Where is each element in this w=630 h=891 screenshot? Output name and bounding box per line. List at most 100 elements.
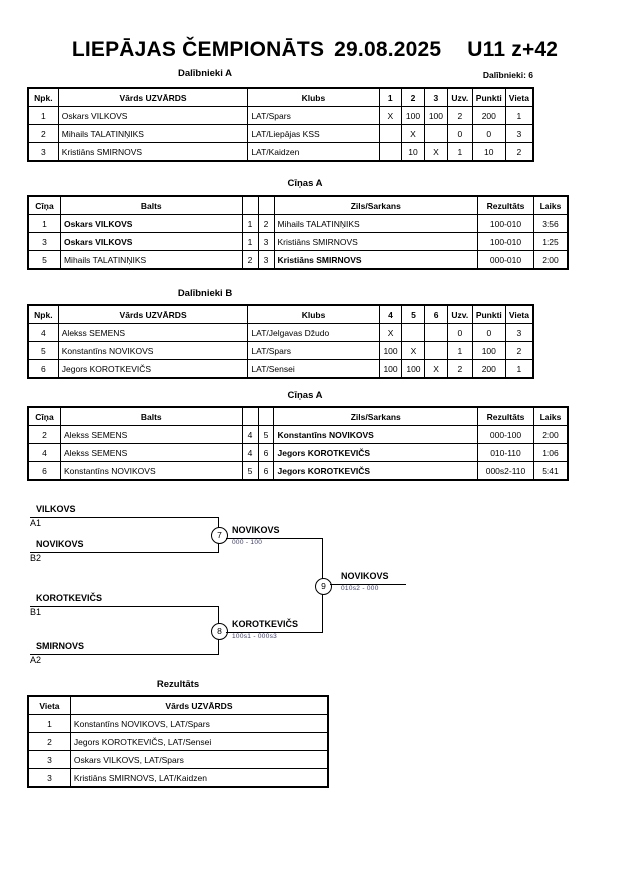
cell-name: Oskars VILKOVS — [57, 106, 249, 125]
col-npk: Npk. — [28, 305, 59, 324]
cell-m4: 100 — [378, 341, 403, 360]
col-white: Balts — [59, 407, 243, 426]
cell-name: Konstantīns NOVIKOVS, LAT/Spars — [69, 714, 329, 733]
cell-white-no: 1 — [241, 232, 259, 251]
bracket-entry-seed-3: B1 — [30, 607, 42, 617]
cell-name: Mihails TALATINŅIKS — [57, 124, 249, 143]
col-m1: 1 — [378, 88, 403, 107]
cell-npk: 5 — [28, 341, 59, 360]
cell-white-no: 4 — [241, 443, 259, 462]
col-punkti: Punkti — [471, 88, 506, 107]
col-blue-no — [257, 196, 275, 215]
col-m4: 4 — [378, 305, 403, 324]
col-white-no — [241, 407, 259, 426]
col-fight-no: Cīņa — [28, 407, 61, 426]
group-a-caption: Dalībnieki A — [177, 68, 233, 79]
cell-fight-no: 6 — [28, 461, 61, 480]
cell-m6 — [424, 341, 448, 360]
cell-m3: 100 — [423, 106, 448, 125]
cell-club: LAT/Sensei — [247, 359, 380, 378]
col-blue: Zils/Sarkans — [273, 407, 479, 426]
cell-place: 3 — [28, 750, 71, 769]
table-header-row: Npk. Vārds UZVĀRDS Klubs 1 2 3 Uzv. Punk… — [28, 88, 534, 107]
cell-white-no: 1 — [241, 214, 259, 233]
col-name: Vārds UZVĀRDS — [69, 696, 329, 715]
cell-punkti: 10 — [471, 142, 506, 161]
bracket-entry-name-4: SMIRNOVS — [36, 641, 85, 651]
table-row: 5 Konstantīns NOVIKOVS LAT/Spars 100 X 1… — [28, 341, 534, 360]
title-date: 29.08.2025 — [334, 38, 442, 61]
cell-blue-no: 3 — [257, 232, 275, 251]
col-uzv: Uzv. — [446, 88, 473, 107]
table-row: 5 Mihails TALATINŅIKS 2 3 Kristiāns SMIR… — [28, 250, 569, 269]
group-a-fights-table: Cīņa Balts Zils/Sarkans Rezultāts Laiks … — [28, 196, 569, 269]
cell-punkti: 200 — [471, 106, 506, 125]
table-header-row: Cīņa Balts Zils/Sarkans Rezultāts Laiks — [28, 196, 569, 215]
table-header-row: Vieta Vārds UZVĀRDS — [28, 696, 329, 715]
cell-m5: 100 — [401, 359, 426, 378]
group-b-caption: Dalībnieki B — [177, 288, 233, 299]
bracket-match-9-score: 010s2 - 000 — [341, 585, 379, 592]
col-punkti: Punkti — [471, 305, 506, 324]
group-a-standings-table: Npk. Vārds UZVĀRDS Klubs 1 2 3 Uzv. Punk… — [28, 88, 534, 161]
cell-white: Mihails TALATINŅIKS — [59, 250, 243, 269]
cell-time: 3:56 — [532, 214, 569, 233]
bracket-match-7-marker: 7 — [211, 527, 228, 544]
cell-white: Alekss SEMENS — [59, 443, 243, 462]
table-row: 2 Alekss SEMENS 4 5 Konstantīns NOVIKOVS… — [28, 425, 569, 444]
cell-m3: X — [423, 142, 448, 161]
bracket-entry-seed-1: A1 — [30, 518, 42, 528]
cell-uzv: 1 — [446, 142, 473, 161]
cell-white: Alekss SEMENS — [59, 425, 243, 444]
cell-result: 000s2-110 — [477, 461, 534, 480]
cell-vieta: 1 — [504, 359, 534, 378]
bracket-line — [30, 606, 219, 608]
bracket-match-8-marker: 8 — [211, 623, 228, 640]
col-white: Balts — [59, 196, 243, 215]
bracket-entry-name-1: VILKOVS — [36, 504, 76, 514]
cell-time: 1:06 — [532, 443, 569, 462]
cell-m5 — [401, 323, 426, 342]
table-row: 1 Konstantīns NOVIKOVS, LAT/Spars — [28, 714, 329, 733]
col-result: Rezultāts — [477, 196, 534, 215]
cell-name: Oskars VILKOVS, LAT/Spars — [69, 750, 329, 769]
cell-m2: X — [401, 124, 425, 143]
col-time: Laiks — [532, 407, 569, 426]
cell-blue-no: 6 — [257, 443, 275, 462]
cell-fight-no: 1 — [28, 214, 61, 233]
cell-name: Konstantīns NOVIKOVS — [57, 341, 249, 360]
bracket-match-9-marker: 9 — [315, 578, 332, 595]
bracket-match-8-score: 100s1 - 000s3 — [232, 633, 278, 640]
cell-club: LAT/Liepājas KSS — [247, 124, 380, 143]
cell-uzv: 0 — [446, 124, 473, 143]
col-result: Rezultāts — [477, 407, 534, 426]
cell-blue-no: 6 — [257, 461, 275, 480]
cell-white-no: 4 — [241, 425, 259, 444]
cell-vieta: 3 — [504, 323, 534, 342]
cell-blue: Mihails TALATINŅIKS — [273, 214, 479, 233]
cell-m2: 100 — [401, 106, 425, 125]
table-row: 3 Oskars VILKOVS 1 3 Kristiāns SMIRNOVS … — [28, 232, 569, 251]
group-b-standings-table: Npk. Vārds UZVĀRDS Klubs 4 5 6 Uzv. Punk… — [28, 305, 534, 378]
group-b-fights-table: Cīņa Balts Zils/Sarkans Rezultāts Laiks … — [28, 407, 569, 480]
cell-blue-no: 3 — [257, 250, 275, 269]
col-white-no — [241, 196, 259, 215]
col-fight-no: Cīņa — [28, 196, 61, 215]
cell-blue: Kristiāns SMIRNOVS — [273, 250, 479, 269]
cell-fight-no: 4 — [28, 443, 61, 462]
table-row: 3 Oskars VILKOVS, LAT/Spars — [28, 750, 329, 769]
cell-name: Jegors KOROTKEVIČS, LAT/Sensei — [69, 732, 329, 751]
cell-club: LAT/Kaidzen — [247, 142, 380, 161]
cell-result: 000-010 — [477, 250, 534, 269]
col-name: Vārds UZVĀRDS — [57, 305, 249, 324]
col-npk: Npk. — [28, 88, 59, 107]
bracket-line — [30, 517, 219, 519]
cell-place: 1 — [28, 714, 71, 733]
cell-vieta: 2 — [504, 142, 534, 161]
cell-npk: 1 — [28, 106, 59, 125]
table-row: 2 Jegors KOROTKEVIČS, LAT/Sensei — [28, 732, 329, 751]
col-m5: 5 — [401, 305, 426, 324]
fights-a-caption: Cīņas A — [287, 178, 323, 189]
col-m6: 6 — [424, 305, 448, 324]
